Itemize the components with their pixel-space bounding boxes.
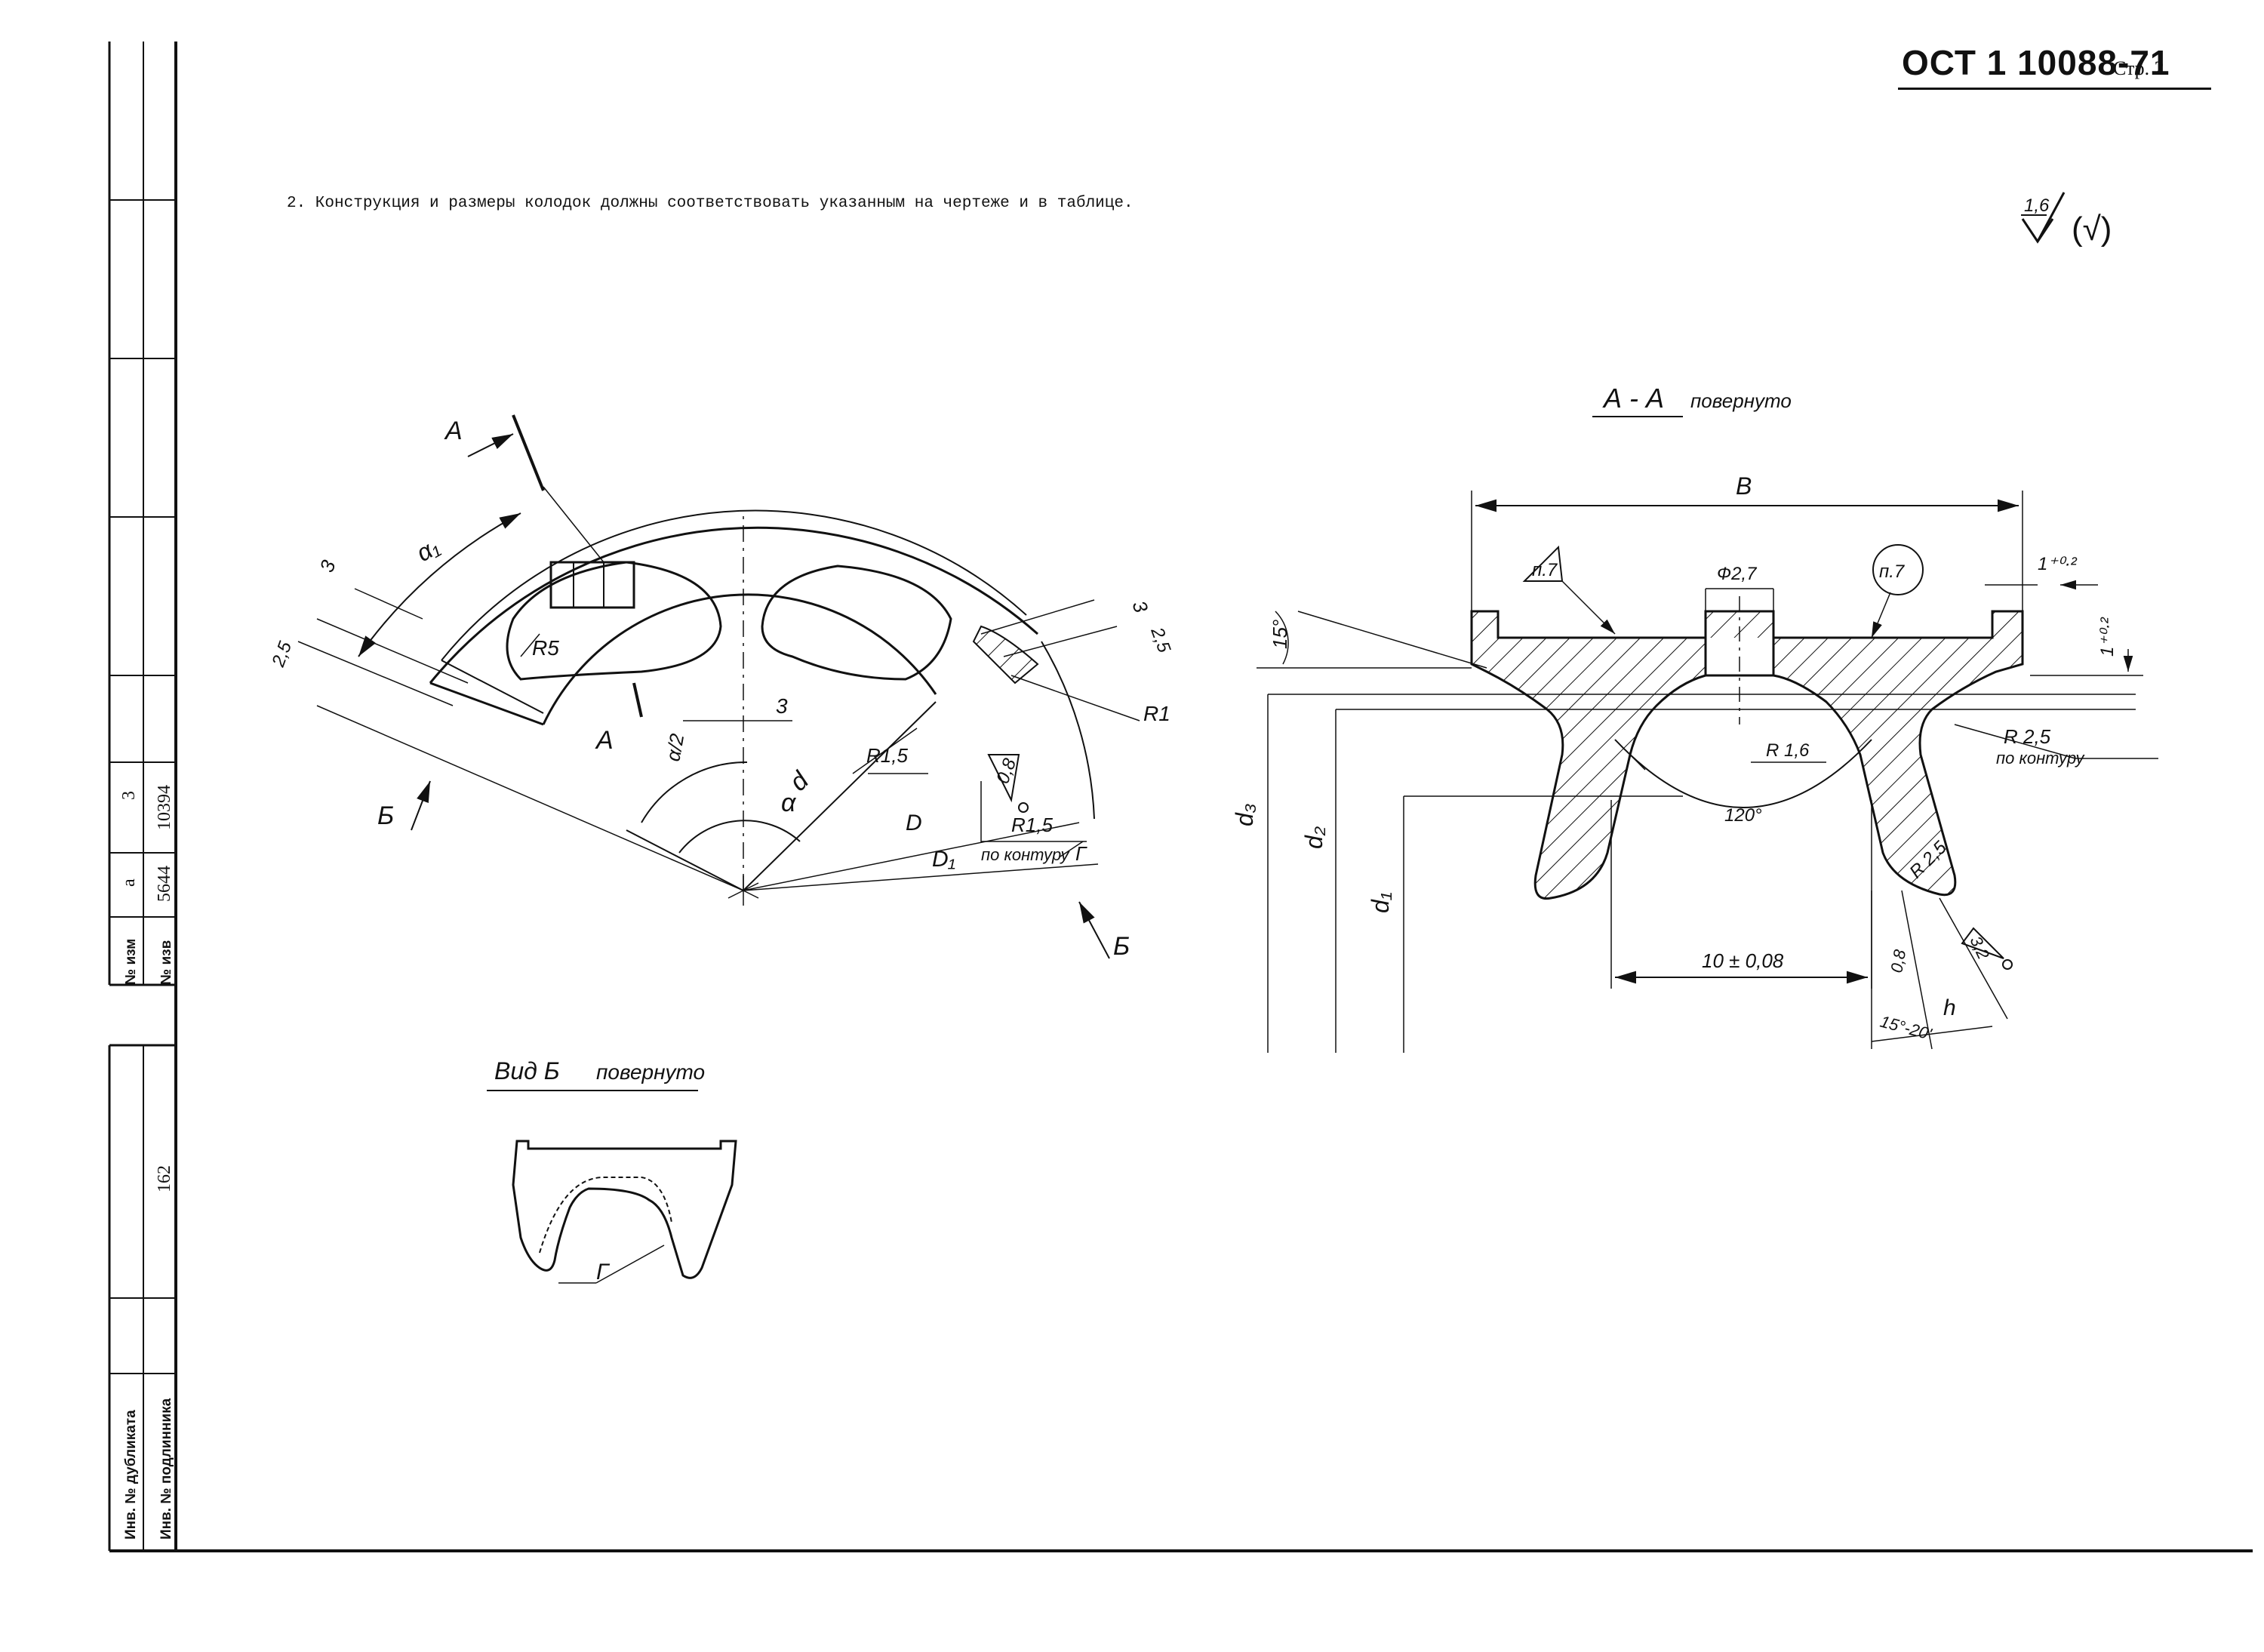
label-D1: D₁	[932, 847, 955, 872]
label-r1-5-inner: R1,5	[866, 744, 908, 767]
document-code: ОСТ 1 10088-71	[1902, 43, 2170, 82]
label-dim-2-5-left: 2,5	[268, 638, 296, 670]
label-roughness-0-8: 0,8	[992, 755, 1020, 786]
section-aa-title: А - А повернуто	[1592, 383, 1792, 417]
view-b-title-suffix: повернуто	[596, 1060, 705, 1084]
note-text: 2. Конструкция и размеры колодок должны …	[287, 195, 1134, 212]
section-aa-title-text: А - А	[1602, 383, 1664, 414]
label-dim-2-5-right: 2,5	[1146, 624, 1174, 656]
label-dim-3-left: 3	[315, 557, 340, 575]
label-r1-6: R 1,6	[1766, 740, 1810, 761]
label-n7-triangle: п.7	[1532, 560, 1558, 580]
side-stamp-frame	[108, 42, 2253, 1552]
label-phi-2-7: Ф2,7	[1717, 564, 1758, 584]
section-aa-drawing	[1257, 491, 2158, 1053]
label-tolerance-right: 1⁺⁰·²	[2097, 617, 2118, 657]
label-r2-5-contour: R 2,5	[2004, 725, 2051, 748]
brake-shoe-front-view	[297, 414, 1140, 959]
section-mark-b-left: Б	[377, 801, 394, 830]
label-n7-circle: п.7	[1879, 561, 1906, 582]
label-d3: d₃	[1231, 804, 1258, 826]
roughness-general-value: 1,6	[2024, 195, 2050, 216]
view-b-title-text: Вид Б	[494, 1057, 560, 1084]
view-b-gamma-label: Г	[596, 1260, 611, 1284]
label-roughness-3-2: 3,2	[1966, 934, 1993, 962]
label-d1: d₁	[1367, 892, 1394, 913]
label-h: h	[1943, 995, 1956, 1020]
label-15-deg: 15°	[1269, 620, 1291, 649]
label-po-konturu-right: по контуру	[1996, 749, 2086, 768]
section-mark-b-right: Б	[1113, 932, 1130, 961]
label-r1-5-outer: R1,5	[1011, 814, 1053, 836]
section-mark-a-top: А	[444, 417, 463, 445]
label-tolerance-top: 1⁺⁰·²	[2038, 554, 2078, 574]
label-0-8-bottom: 0,8	[1887, 948, 1909, 974]
section-aa-labels: B п.7 п.7 Ф2,7 1⁺⁰·² 1⁺⁰·² 15° R 2,5 по …	[1231, 472, 2118, 1044]
section-aa-title-suffix: повернуто	[1690, 389, 1792, 412]
section-mark-a-bottom: А	[595, 726, 614, 755]
label-po-konturu-left: по контуру	[981, 845, 1071, 864]
label-dim-3-slot: 3	[776, 694, 788, 718]
label-r1: R1	[1143, 702, 1170, 725]
view-b-title: Вид Б повернуто	[487, 1057, 705, 1091]
label-B: B	[1736, 472, 1752, 500]
page-number: Стр. 2	[2113, 57, 2164, 79]
label-r5: R5	[532, 636, 559, 660]
label-dim-3-right: 3	[1127, 598, 1152, 616]
label-10-tolerance: 10 ± 0,08	[1702, 949, 1784, 972]
label-gamma-left: Г	[1075, 842, 1087, 865]
label-d2: d₂	[1300, 826, 1327, 849]
label-D: D	[906, 811, 922, 835]
label-alpha1: α₁	[412, 533, 444, 567]
roughness-general-bracket: (√)	[2072, 211, 2112, 248]
label-alpha: α	[781, 789, 797, 817]
general-roughness-symbol: 1,6 (√)	[2021, 192, 2112, 248]
label-120-deg: 120°	[1724, 805, 1762, 826]
header-underline	[1898, 88, 2211, 90]
label-alpha-half: α/2	[661, 731, 688, 763]
view-b-drawing	[512, 1140, 737, 1284]
